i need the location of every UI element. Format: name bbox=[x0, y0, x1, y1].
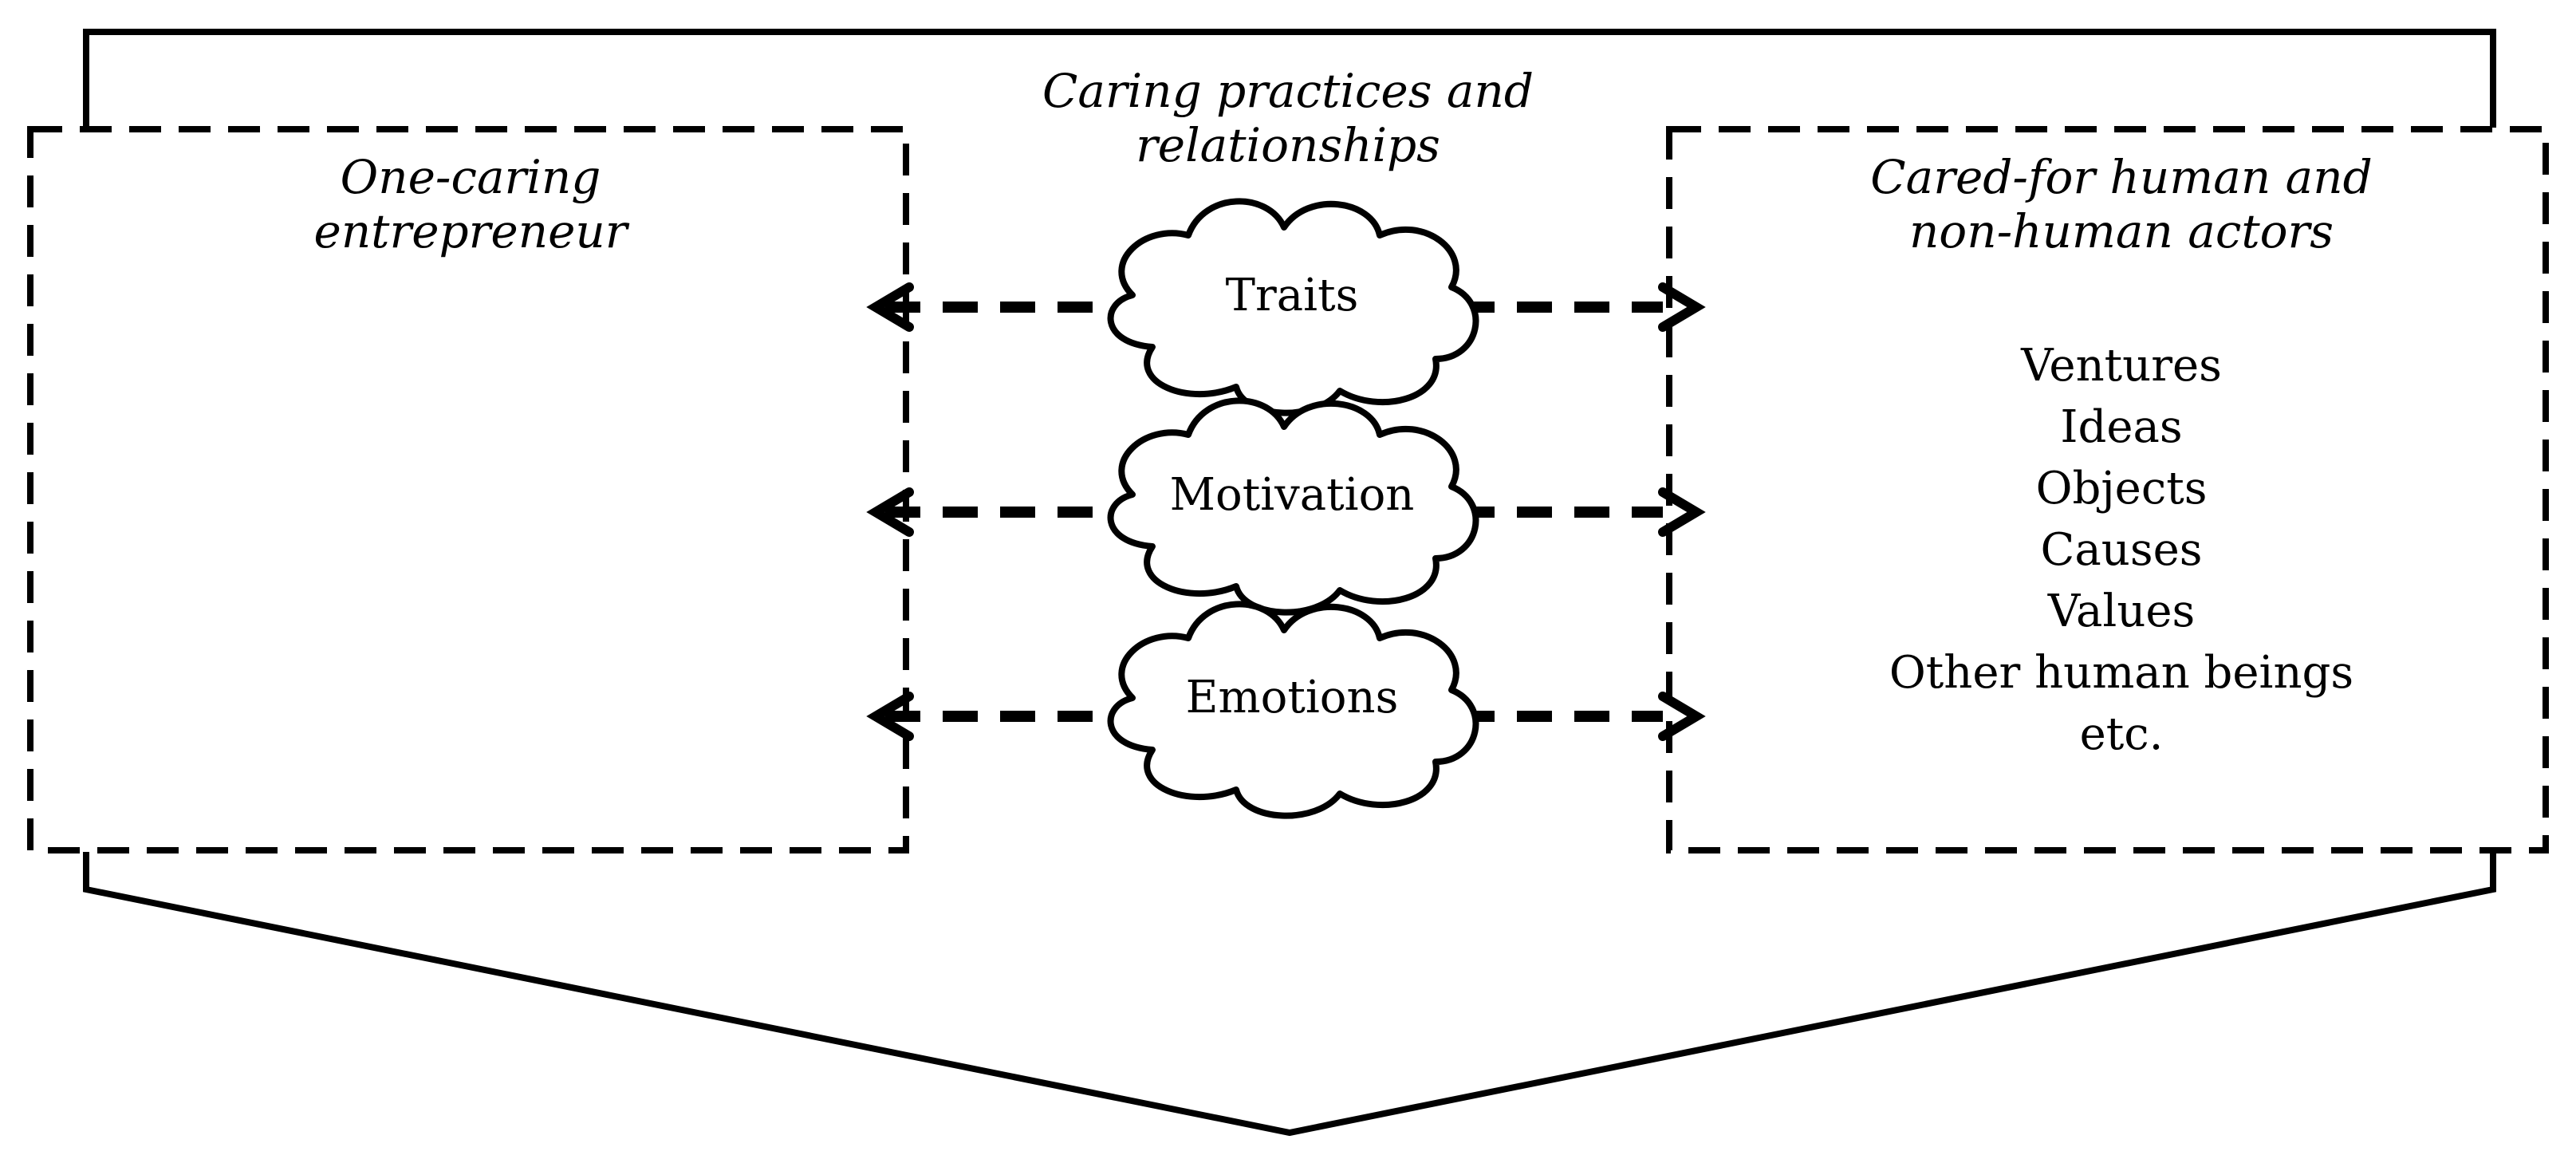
center-title: Caring practices and relationships bbox=[969, 64, 1607, 173]
left-dashed-box bbox=[27, 126, 909, 853]
cloud-label-emotions: Emotions bbox=[1185, 672, 1399, 723]
cloud-emotions bbox=[1107, 601, 1479, 819]
left-box-title-line-2: entrepreneur bbox=[313, 204, 628, 259]
left-box-title-line-1: One-caring bbox=[340, 150, 601, 204]
arrow-emotions bbox=[866, 692, 1706, 741]
list-item: Values bbox=[2047, 585, 2196, 637]
right-box-title-line-2: non-human actors bbox=[1908, 204, 2334, 259]
right-dashed-box bbox=[1666, 126, 2549, 853]
list-item: Causes bbox=[2040, 524, 2203, 576]
center-title-line-2: relationships bbox=[1136, 118, 1440, 173]
center-title-line-1: Caring practices and bbox=[1042, 64, 1534, 118]
top-bracket bbox=[83, 29, 2496, 128]
cloud-motivation bbox=[1107, 397, 1479, 616]
cloud-label-traits: Traits bbox=[1225, 270, 1359, 321]
arrow-traits bbox=[866, 282, 1706, 332]
left-box-title: One-caring entrepreneur bbox=[207, 150, 734, 259]
right-box-title-line-1: Cared-for human and bbox=[1870, 150, 2373, 204]
cloud-traits bbox=[1107, 198, 1479, 416]
list-item: etc. bbox=[2079, 708, 2164, 760]
arrow-motivation bbox=[866, 487, 1706, 537]
list-item: Ideas bbox=[2060, 401, 2183, 453]
list-item: Ventures bbox=[2021, 340, 2222, 392]
list-item: Other human beings bbox=[1889, 647, 2354, 699]
bottom-chevron bbox=[83, 852, 2496, 1137]
cloud-label-motivation: Motivation bbox=[1169, 469, 1415, 521]
list-item: Objects bbox=[2035, 463, 2208, 514]
right-box-title: Cared-for human and non-human actors bbox=[1794, 150, 2448, 259]
cared-for-list: Ventures Ideas Objects Causes Values Oth… bbox=[1794, 335, 2448, 765]
